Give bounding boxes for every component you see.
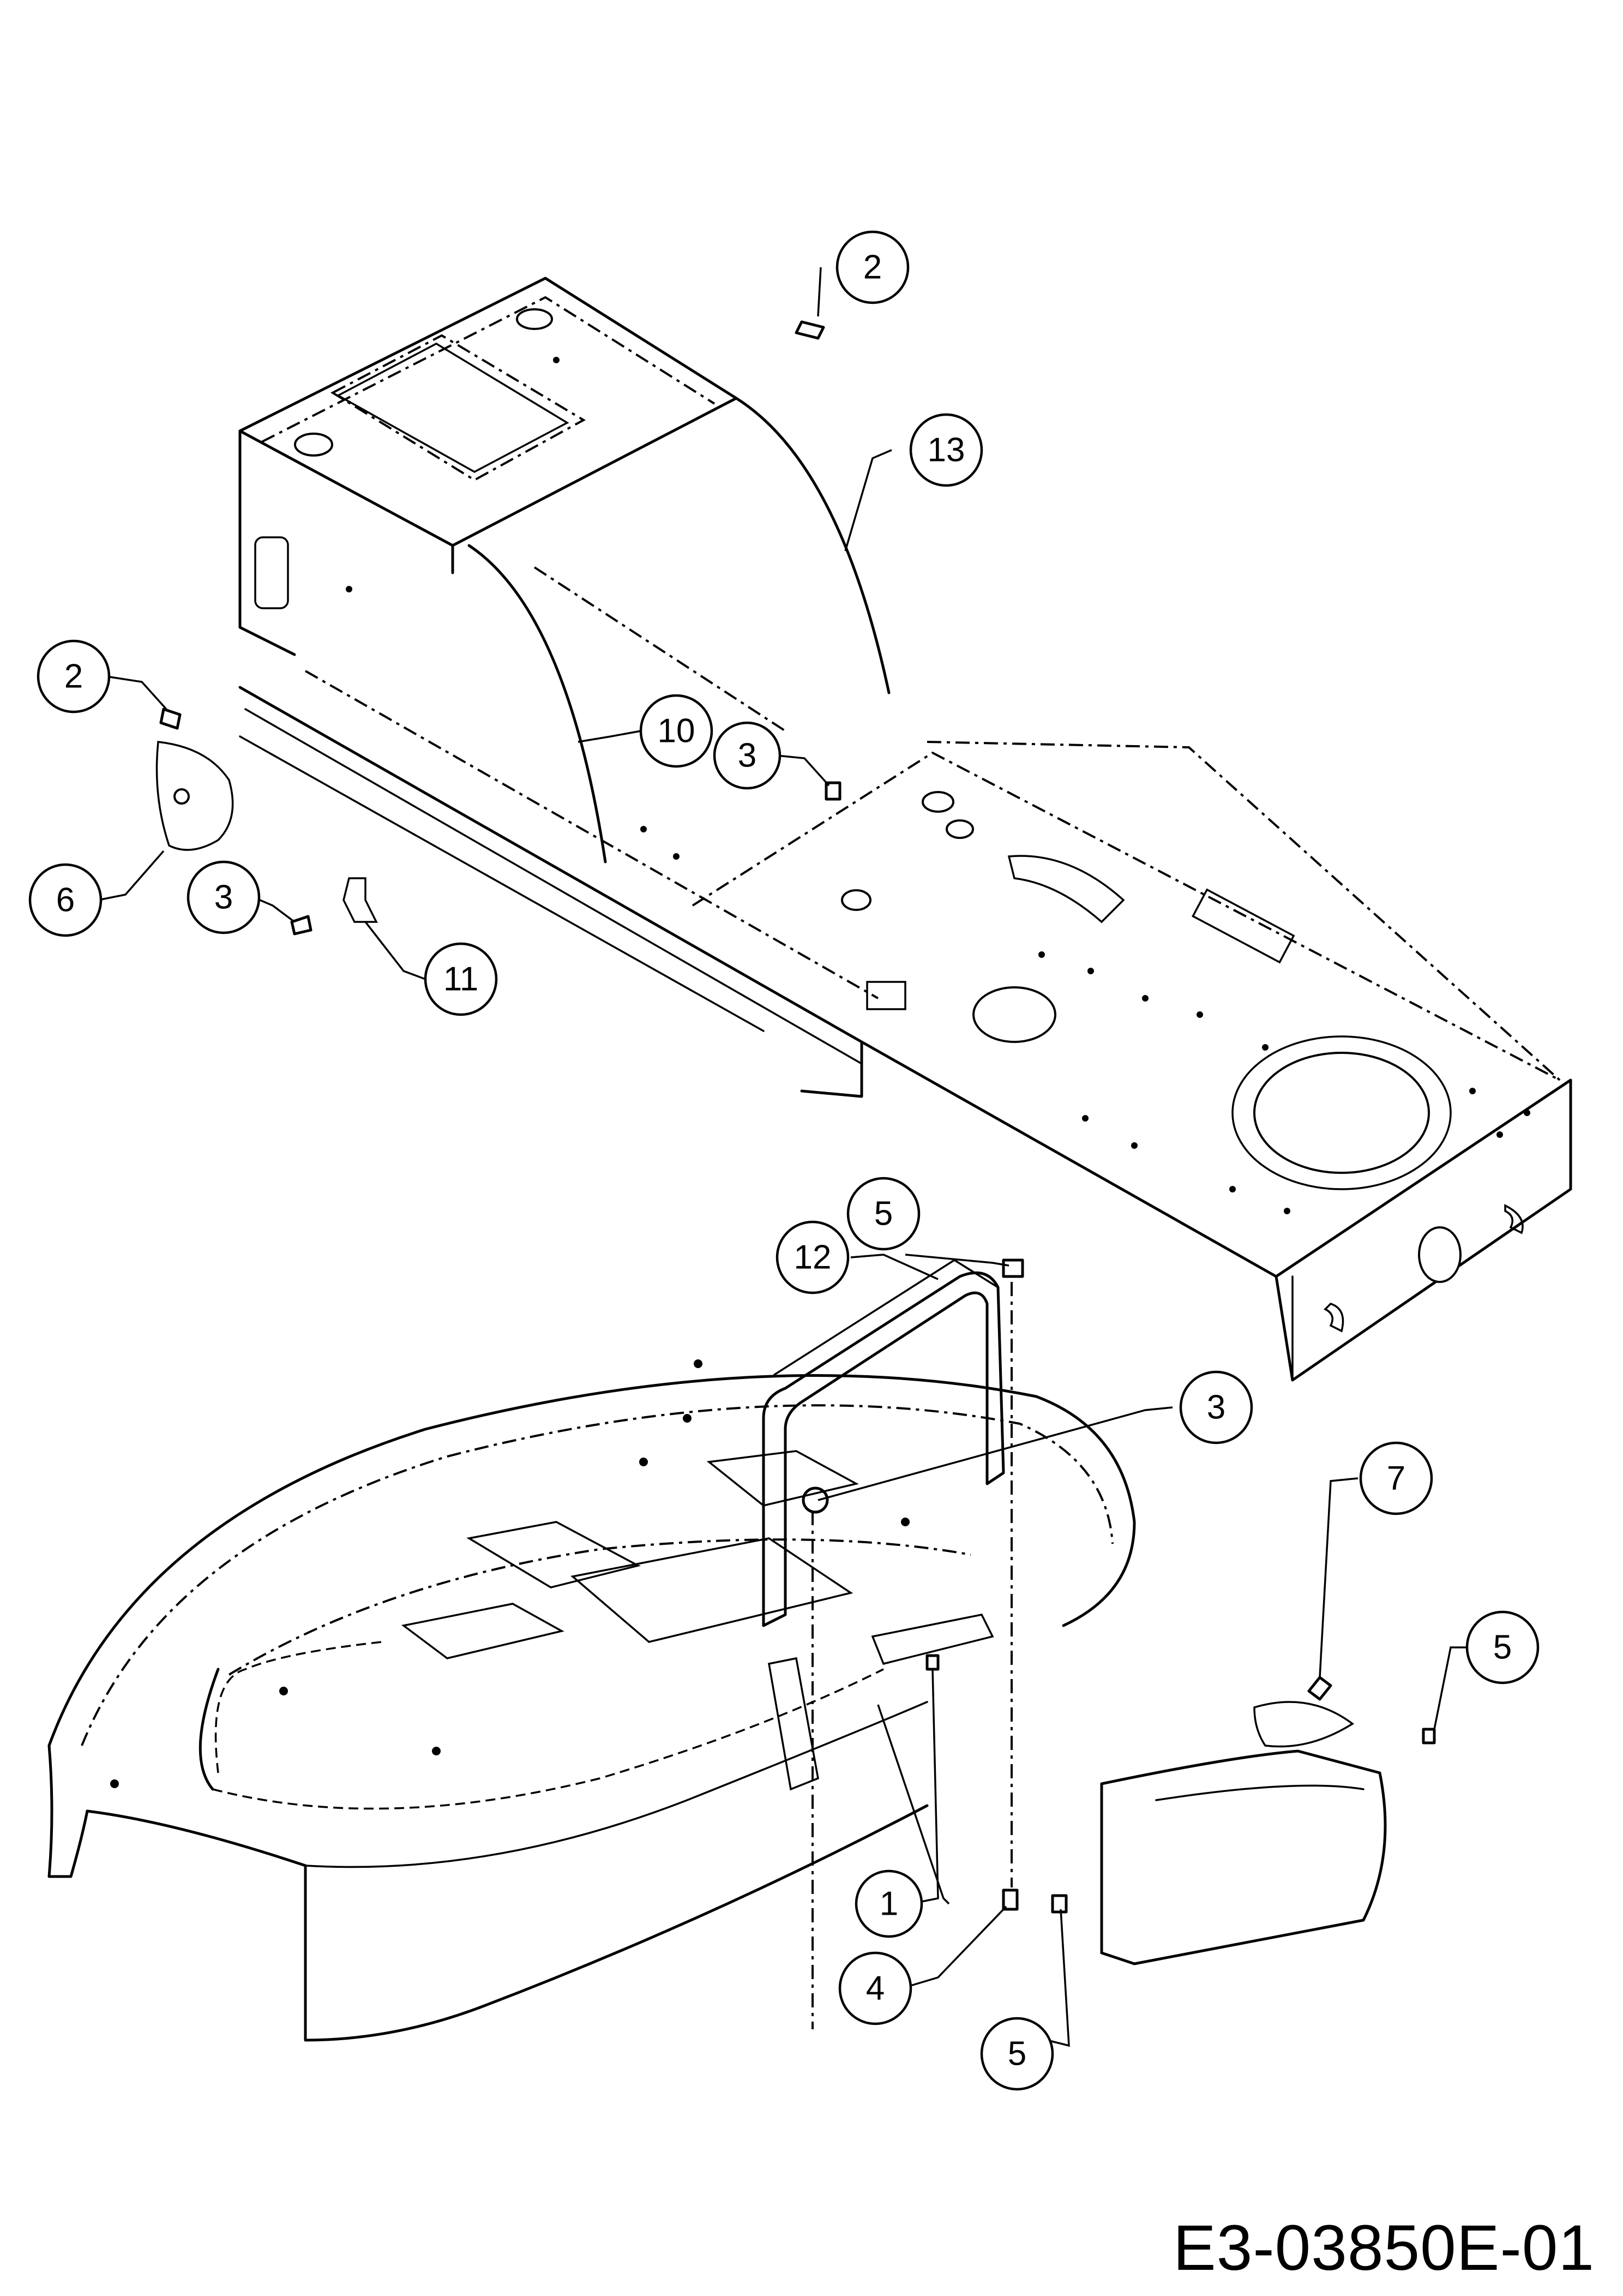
callout-10: 10 bbox=[639, 694, 713, 768]
callout-5-top: 5 bbox=[846, 1177, 921, 1251]
callout-3-frame: 3 bbox=[713, 721, 782, 790]
frame-assembly bbox=[155, 277, 1572, 1382]
callout-2-top: 2 bbox=[835, 230, 910, 304]
callout-4: 4 bbox=[838, 1951, 912, 2025]
callout-label: 12 bbox=[794, 1239, 832, 1276]
mower-deck-assembly bbox=[47, 1258, 1436, 2042]
callout-13: 13 bbox=[909, 413, 983, 487]
callout-label: 7 bbox=[1387, 1460, 1405, 1497]
callout-5-right: 5 bbox=[1465, 1610, 1540, 1684]
callout-1: 1 bbox=[855, 1869, 923, 1938]
diagram-code: E3-03850E-01 bbox=[1173, 2212, 1595, 2284]
callout-label: 6 bbox=[56, 882, 75, 919]
callout-3-deck: 3 bbox=[1179, 1370, 1253, 1444]
callout-11: 11 bbox=[424, 942, 498, 1016]
callout-7: 7 bbox=[1359, 1441, 1433, 1515]
callout-2-left: 2 bbox=[37, 639, 111, 714]
callout-label: 3 bbox=[1207, 1389, 1225, 1426]
leader-lines bbox=[98, 267, 1467, 2047]
callout-label: 13 bbox=[928, 431, 965, 469]
callout-label: 1 bbox=[880, 1885, 898, 1923]
callout-label: 5 bbox=[874, 1195, 893, 1233]
callout-5-bottom: 5 bbox=[980, 2017, 1054, 2091]
callout-label: 5 bbox=[1493, 1629, 1512, 1666]
callout-3-left: 3 bbox=[187, 860, 261, 934]
callout-label: 2 bbox=[863, 249, 882, 286]
callout-label: 2 bbox=[64, 658, 83, 696]
callout-12: 12 bbox=[776, 1220, 850, 1294]
callout-label: 4 bbox=[866, 1970, 885, 2007]
callout-6: 6 bbox=[28, 863, 103, 937]
callout-label: 11 bbox=[443, 961, 478, 998]
callout-label: 3 bbox=[738, 737, 756, 775]
callout-label: 10 bbox=[658, 712, 695, 750]
callout-label: 3 bbox=[214, 879, 233, 916]
callout-label: 5 bbox=[1008, 2035, 1026, 2073]
